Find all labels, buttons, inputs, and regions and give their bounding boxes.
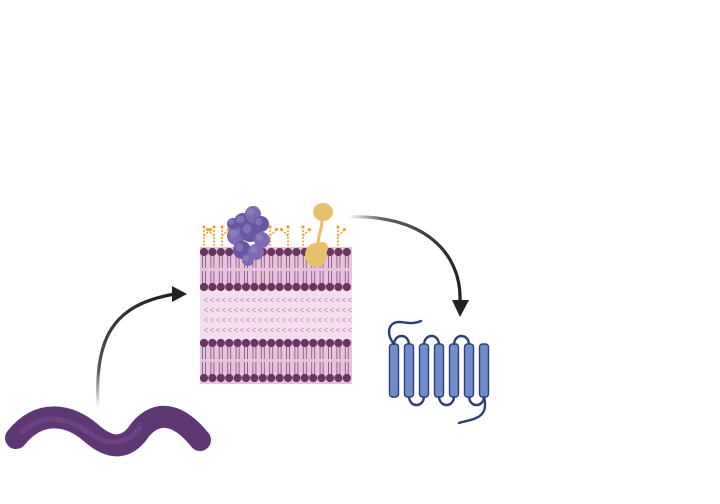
helix-segment [478, 343, 490, 398]
helix-segment [433, 343, 445, 398]
helix-segment [463, 343, 475, 398]
arrow-membrane-to-protein [347, 215, 469, 317]
transmembrane-protein-icon [387, 319, 490, 425]
cell-membrane-icon [200, 247, 352, 384]
helix-segment [448, 343, 460, 398]
arrowhead-2 [452, 300, 469, 317]
bacterium-icon [5, 405, 211, 457]
yellow-receptor-protein-icon [305, 203, 333, 267]
glycan-chains [202, 225, 347, 246]
helix-segment [388, 343, 400, 398]
membrane-protein-cluster-icon [227, 206, 270, 266]
arrow-bacterium-to-membrane [96, 286, 187, 409]
helix-segment [418, 343, 430, 398]
helix-segment [403, 343, 415, 398]
arrowhead-1 [172, 286, 187, 302]
